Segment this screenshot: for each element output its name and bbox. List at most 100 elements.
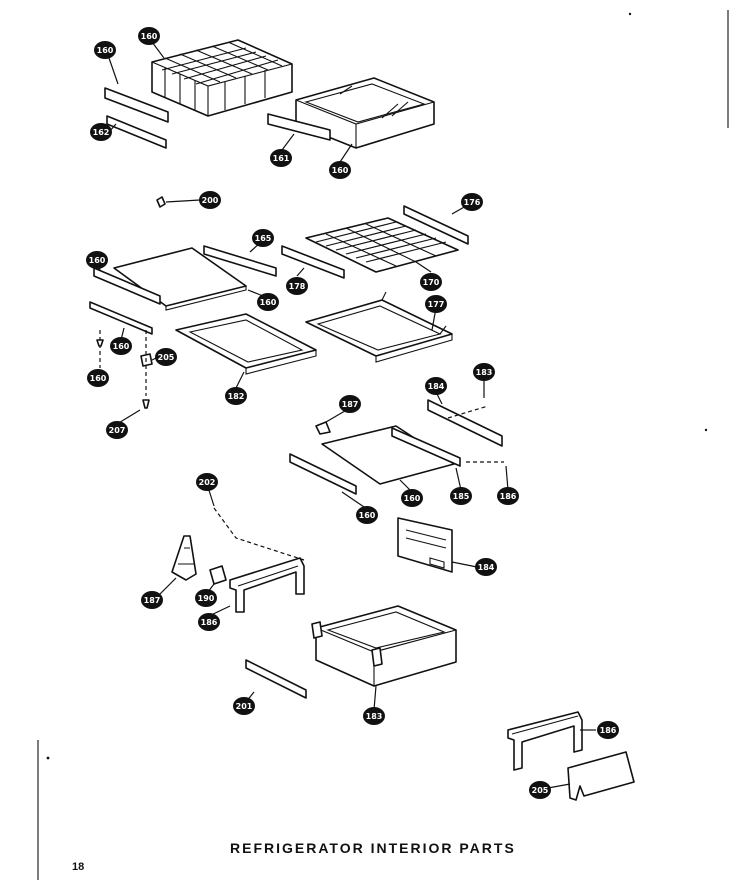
shelf-support-rail-right <box>427 399 504 463</box>
dashed-leader-202 <box>213 507 305 561</box>
svg-text:186: 186 <box>600 726 617 735</box>
small-clip <box>156 196 201 208</box>
callout-bubble: 160 <box>138 27 160 45</box>
callout-bubble: 160 <box>86 251 108 269</box>
callout-bubble: 160 <box>329 161 351 179</box>
funnel-bracket <box>171 535 197 581</box>
svg-text:178: 178 <box>289 282 306 291</box>
svg-text:176: 176 <box>464 198 481 207</box>
callout-bubble: 160 <box>94 41 116 59</box>
callout-bubble: 160 <box>110 337 132 355</box>
basket-slide-rail-lower <box>106 115 167 149</box>
svg-text:182: 182 <box>228 392 245 401</box>
callout-bubble: 201 <box>233 697 255 715</box>
meat-keeper-cover-front <box>397 517 453 573</box>
callout-bubble: 162 <box>90 123 112 141</box>
drawer-slide-rail <box>245 659 307 699</box>
shelf-trim-front-left <box>93 267 161 305</box>
svg-text:160: 160 <box>141 32 158 41</box>
wire-shelf <box>305 217 459 273</box>
callout-bubble: 170 <box>420 273 442 291</box>
callout-bubble: 190 <box>195 589 217 607</box>
cover-support-frame <box>507 711 583 771</box>
svg-text:165: 165 <box>255 234 272 243</box>
callout-bubble: 205 <box>529 781 551 799</box>
callout-bubble: 185 <box>450 487 472 505</box>
svg-text:160: 160 <box>113 342 130 351</box>
svg-text:187: 187 <box>342 400 359 409</box>
callout-leaders <box>96 41 596 789</box>
svg-text:202: 202 <box>199 478 216 487</box>
callout-bubble: 207 <box>106 421 128 439</box>
svg-text:184: 184 <box>478 563 495 572</box>
svg-text:161: 161 <box>273 154 290 163</box>
callout-bubble: 184 <box>425 377 447 395</box>
shelf-trim-rear <box>203 245 277 277</box>
callout-bubble: 186 <box>198 613 220 631</box>
callout-bubble: 186 <box>597 721 619 739</box>
shelf-clip-small <box>315 421 331 435</box>
svg-text:187: 187 <box>144 596 161 605</box>
svg-text:160: 160 <box>404 494 421 503</box>
svg-text:184: 184 <box>428 382 445 391</box>
callout-bubbles: 160 160 162 161 160 200 176 165 160 170 … <box>86 27 619 799</box>
callout-bubble: 160 <box>257 293 279 311</box>
diagram-title: REFRIGERATOR INTERIOR PARTS <box>230 840 516 856</box>
cover-panel <box>567 751 635 801</box>
wire-shelf-rail-rear <box>403 205 469 245</box>
svg-text:186: 186 <box>201 618 218 627</box>
bracket-clip <box>209 565 227 585</box>
svg-text:162: 162 <box>93 128 110 137</box>
cover-frame-front <box>229 557 305 613</box>
wire-shelf-rail-front <box>281 245 345 279</box>
svg-text:170: 170 <box>423 278 440 287</box>
svg-text:205: 205 <box>158 353 175 362</box>
shelf-trim-lower-front <box>289 453 357 495</box>
margin-marks <box>37 10 729 880</box>
svg-text:183: 183 <box>366 712 383 721</box>
svg-text:177: 177 <box>428 300 445 309</box>
shelf-frame-left <box>175 313 317 375</box>
shelf-trim-bottom-left <box>89 301 153 335</box>
callout-bubble: 200 <box>199 191 221 209</box>
clip-left <box>140 330 153 409</box>
callout-bubble: 183 <box>363 707 385 725</box>
callout-bubble: 186 <box>497 487 519 505</box>
callout-bubble: 176 <box>461 193 483 211</box>
svg-text:160: 160 <box>90 374 107 383</box>
page-number: 18 <box>72 861 84 873</box>
callout-bubble: 184 <box>475 558 497 576</box>
svg-text:183: 183 <box>476 368 493 377</box>
callout-bubble: 161 <box>270 149 292 167</box>
svg-text:160: 160 <box>332 166 349 175</box>
svg-text:186: 186 <box>500 492 517 501</box>
callout-bubble: 187 <box>339 395 361 413</box>
drawer-bin <box>311 605 457 687</box>
callout-bubble: 187 <box>141 591 163 609</box>
svg-text:160: 160 <box>260 298 277 307</box>
svg-text:207: 207 <box>109 426 126 435</box>
callout-bubble: 160 <box>87 369 109 387</box>
callout-bubble: 205 <box>155 348 177 366</box>
callout-bubble: 160 <box>356 506 378 524</box>
wire-basket <box>151 39 293 117</box>
screw-left <box>96 330 104 368</box>
callout-bubble: 165 <box>252 229 274 247</box>
svg-text:185: 185 <box>453 492 470 501</box>
callout-bubble: 178 <box>286 277 308 295</box>
basket-slide-rail-upper <box>104 87 169 123</box>
callout-bubble: 177 <box>425 295 447 313</box>
callout-bubble: 182 <box>225 387 247 405</box>
callout-bubble: 202 <box>196 473 218 491</box>
svg-text:190: 190 <box>198 594 215 603</box>
callout-bubble: 183 <box>473 363 495 381</box>
svg-text:200: 200 <box>202 196 219 205</box>
svg-text:201: 201 <box>236 702 253 711</box>
svg-text:160: 160 <box>359 511 376 520</box>
svg-text:160: 160 <box>89 256 106 265</box>
svg-text:160: 160 <box>97 46 114 55</box>
pan-support-rail <box>267 113 331 141</box>
crisper-pan <box>295 77 435 149</box>
shelf-trim-lower-rear <box>391 427 461 467</box>
